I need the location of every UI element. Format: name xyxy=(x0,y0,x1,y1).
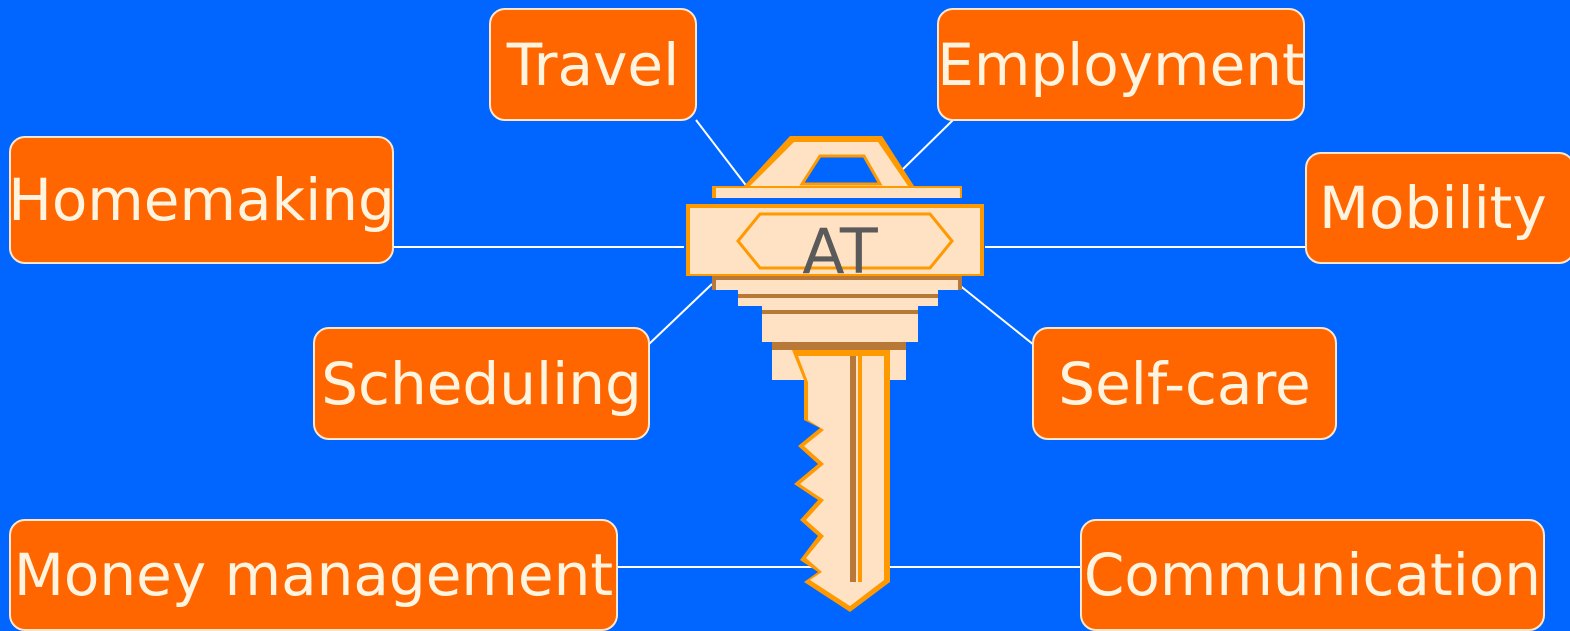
key-illustration xyxy=(686,136,984,612)
node-travel: Travel xyxy=(489,8,697,121)
connector-scheduling xyxy=(647,283,713,346)
node-communication: Communication xyxy=(1080,519,1545,631)
connector-travel xyxy=(695,119,749,189)
node-self-care: Self-care xyxy=(1032,327,1337,440)
connector-employment xyxy=(901,119,954,171)
key-label: AT xyxy=(802,214,878,288)
node-employment: Employment xyxy=(937,8,1305,121)
node-scheduling: Scheduling xyxy=(313,327,650,440)
node-money-management: Money management xyxy=(9,519,618,631)
node-mobility: Mobility xyxy=(1305,152,1570,264)
node-homemaking: Homemaking xyxy=(9,136,394,264)
connector-self-care xyxy=(957,283,1035,346)
